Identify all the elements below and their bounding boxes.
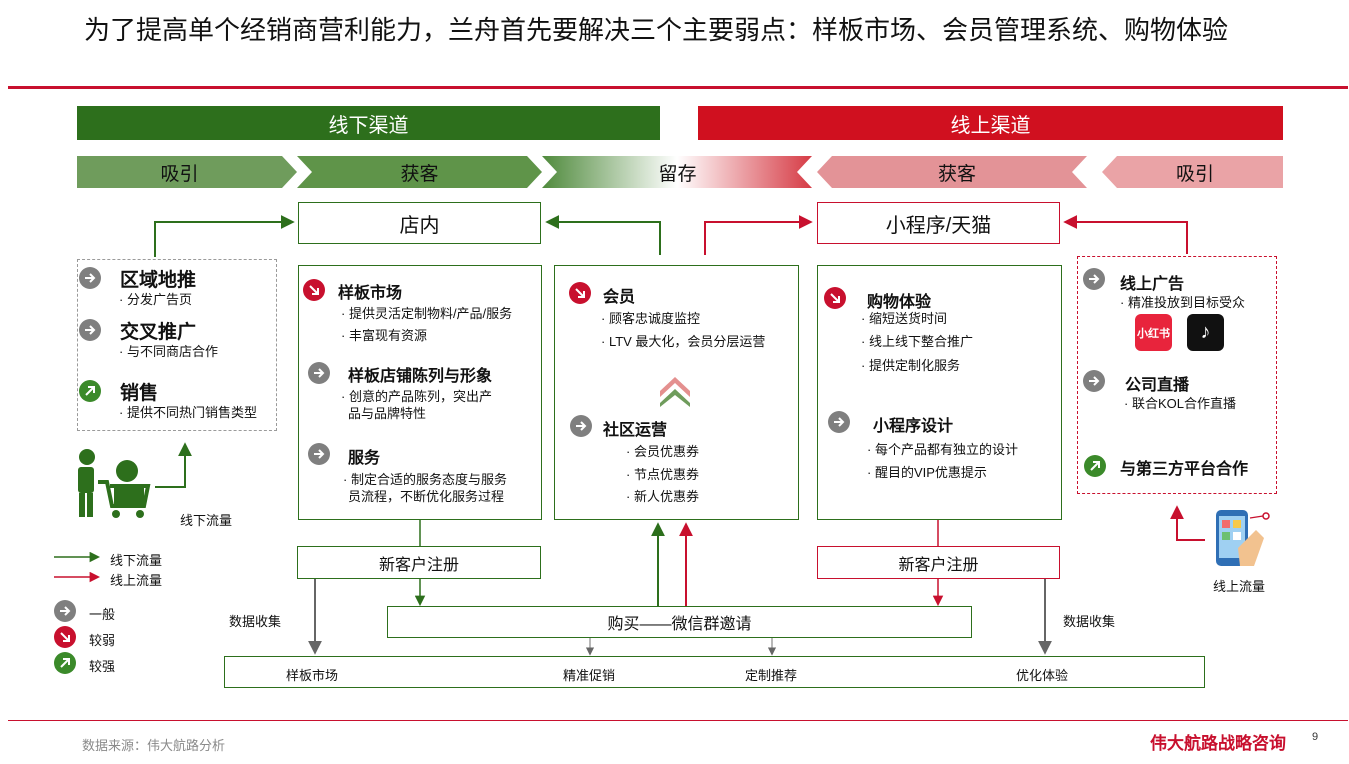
arrow-right-icon xyxy=(1083,370,1105,392)
offline-item-3-title: 销售 xyxy=(120,383,159,404)
legend-neutral-icon xyxy=(54,600,76,622)
legend-neutral-label: 一般 xyxy=(89,607,116,622)
stage-retain-shape xyxy=(542,156,812,188)
shopper-icon xyxy=(78,449,151,518)
store-item-1-line-2: · 丰富现有资源 xyxy=(341,328,427,343)
member-item-2-title: 社区运营 xyxy=(603,422,668,439)
stage-attract-online-shape xyxy=(1102,156,1283,188)
store-item-2-line-2: 品与品牌特性 xyxy=(348,406,427,421)
mini-program-box xyxy=(817,265,1062,520)
arrow-right-icon xyxy=(308,443,330,465)
store-item-1-title: 样板市场 xyxy=(338,285,403,302)
stage-acquire-online: 获客 xyxy=(937,163,976,185)
douyin-logo: ♪ xyxy=(1187,314,1224,351)
store-item-3-line-2: 员流程，不断优化服务过程 xyxy=(348,489,505,504)
store-header: 店内 xyxy=(298,202,541,244)
double-chevron-up-icon xyxy=(660,377,690,407)
stage-attract-offline-shape xyxy=(77,156,297,188)
online-item-1-title: 线上广告 xyxy=(1120,276,1185,293)
outcome-sample-market: 样板市场 xyxy=(286,668,339,683)
store-box xyxy=(298,265,542,520)
title-divider xyxy=(8,86,1348,89)
store-item-3-line-1: · 制定合适的服务态度与服务 xyxy=(343,472,507,487)
data-collect-right: 数据收集 xyxy=(1063,614,1116,629)
mini-item-2-line-1: · 每个产品都有独立的设计 xyxy=(867,442,1018,457)
store-item-2-title: 样板店铺陈列与形象 xyxy=(348,368,493,385)
member-item-2-line-2: · 节点优惠券 xyxy=(626,467,699,482)
member-item-2-line-3: · 新人优惠券 xyxy=(626,489,699,504)
arrow-up-right-icon xyxy=(79,380,101,402)
arrow-right-icon xyxy=(1083,268,1105,290)
mini-program-header: 小程序/天猫 xyxy=(817,202,1060,244)
stage-retain: 留存 xyxy=(658,163,697,185)
member-item-2-line-1: · 会员优惠券 xyxy=(626,444,699,459)
arrow-right-icon xyxy=(570,415,592,437)
footer-divider xyxy=(8,720,1348,721)
data-collect-left: 数据收集 xyxy=(229,614,282,629)
online-item-2-desc: · 联合KOL合作直播 xyxy=(1124,396,1236,411)
member-item-1-line-1: · 顾客忠诚度监控 xyxy=(601,311,700,326)
online-flow-label: 线上流量 xyxy=(1213,579,1266,594)
arrow-right-icon xyxy=(828,411,850,433)
legend-strong-label: 较强 xyxy=(89,659,116,674)
outcome-custom-recommend: 定制推荐 xyxy=(745,668,798,683)
offline-item-2-title: 交叉推广 xyxy=(120,322,197,343)
mini-item-2-line-2: · 醒目的VIP优惠提示 xyxy=(867,465,987,480)
mini-item-1-line-1: · 缩短送货时间 xyxy=(861,311,947,326)
smartphone-hand-icon xyxy=(1216,510,1270,566)
stage-attract-offline: 吸引 xyxy=(160,163,199,185)
mini-item-1-line-3: · 提供定制化服务 xyxy=(861,358,960,373)
arrow-right-icon xyxy=(79,319,101,341)
offline-flow-label: 线下流量 xyxy=(180,513,233,528)
online-item-3-title: 与第三方平台合作 xyxy=(1120,461,1249,478)
online-item-1-desc: · 精准投放到目标受众 xyxy=(1120,295,1245,310)
offline-item-2-desc: · 与不同商店合作 xyxy=(119,344,218,359)
xiaohongshu-logo: 小红书 xyxy=(1135,314,1172,351)
arrow-up-right-icon xyxy=(1084,455,1106,477)
footer-brand: 伟大航路战略咨询 xyxy=(1150,734,1286,753)
page-title: 为了提高单个经销商营利能力，兰舟首先要解决三个主要弱点：样板市场、会员管理系统、… xyxy=(84,15,1229,45)
arrow-right-icon xyxy=(79,267,101,289)
mini-item-1-line-2: · 线上线下整合推广 xyxy=(861,334,973,349)
stage-acquire-offline-shape xyxy=(297,156,542,188)
offline-attract-box xyxy=(77,259,277,431)
stage-chevrons xyxy=(77,156,1283,188)
mini-item-2-title: 小程序设计 xyxy=(873,418,954,435)
stage-acquire-offline: 获客 xyxy=(400,163,439,185)
mini-item-1-title: 购物体验 xyxy=(867,294,932,311)
online-attract-box xyxy=(1077,256,1277,494)
legend-offline-flow: 线下流量 xyxy=(110,553,163,568)
store-item-3-title: 服务 xyxy=(348,450,381,467)
member-item-1-line-2: · LTV 最大化，会员分层运营 xyxy=(601,334,766,349)
new-customer-register-online: 新客户注册 xyxy=(817,546,1060,579)
page-number: 9 xyxy=(1312,731,1319,743)
online-channel-banner: 线上渠道 xyxy=(698,106,1283,140)
legend-weak-icon xyxy=(54,626,76,648)
store-item-1-line-1: · 提供灵活定制物料/产品/服务 xyxy=(341,306,513,321)
outcome-precise-promo: 精准促销 xyxy=(563,668,616,683)
legend-strong-icon xyxy=(54,652,76,674)
store-item-2-line-1: · 创意的产品陈列，突出产 xyxy=(341,389,492,404)
arrow-right-icon xyxy=(308,362,330,384)
online-item-2-title: 公司直播 xyxy=(1125,377,1190,394)
stage-attract-online: 吸引 xyxy=(1175,163,1214,185)
offline-item-3-desc: · 提供不同热门销售类型 xyxy=(119,405,257,420)
offline-item-1-desc: · 分发广告页 xyxy=(119,292,192,307)
outcome-bar xyxy=(224,656,1205,688)
outcome-optimize-experience: 优化体验 xyxy=(1016,668,1069,683)
offline-item-1-title: 区域地推 xyxy=(120,270,197,291)
legend-online-flow: 线上流量 xyxy=(110,573,163,588)
arrow-down-right-icon xyxy=(569,282,591,304)
footer-source: 数据来源：伟大航路分析 xyxy=(82,738,226,753)
new-customer-register-offline: 新客户注册 xyxy=(297,546,541,579)
arrow-down-right-icon xyxy=(303,279,325,301)
arrow-down-right-icon xyxy=(824,287,846,309)
stage-acquire-online-shape xyxy=(817,156,1087,188)
legend-weak-label: 较弱 xyxy=(89,633,116,648)
offline-channel-banner: 线下渠道 xyxy=(77,106,660,140)
purchase-wechat-group-bar: 购买——微信群邀请 xyxy=(387,606,972,638)
member-item-1-title: 会员 xyxy=(603,289,636,306)
